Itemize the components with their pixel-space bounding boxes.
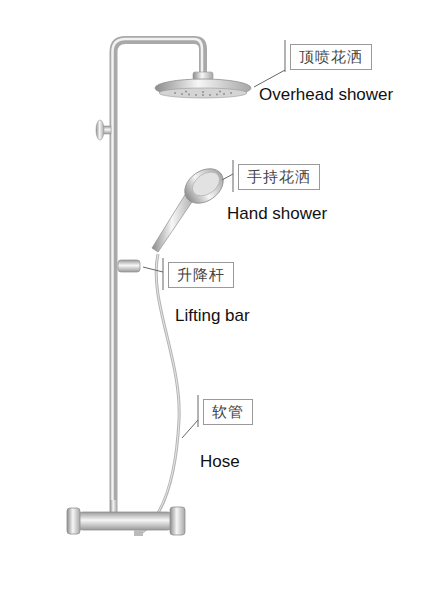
part-name: 顶喷花洒 [299,48,363,65]
hose-line [140,254,179,534]
english-label: Hose [199,452,241,472]
thermostat-knob [170,507,185,535]
thermostat-body [76,512,174,530]
label-box: 手持花洒 [238,164,320,190]
label-box: 顶喷花洒 [290,44,372,70]
hose-nut [134,530,143,536]
slide-holder [118,260,140,272]
nozzles [174,91,232,96]
head-face [159,88,247,98]
thermostat-knob [67,508,80,534]
label-box: 升降杆 [168,262,234,288]
part-name: 手持花洒 [247,168,311,185]
hand-shower-head [178,162,230,211]
part-name: 升降杆 [177,266,225,283]
wall-rose [96,120,104,140]
english-label: Hand shower [226,204,328,224]
hand-shower-face [188,167,224,201]
english-label: Overhead shower [258,85,394,105]
part-name: 软管 [212,403,244,420]
label-box: 软管 [203,399,253,425]
hose-highlight [140,254,179,534]
english-label: Lifting bar [174,306,251,326]
overhead-head [155,79,251,97]
